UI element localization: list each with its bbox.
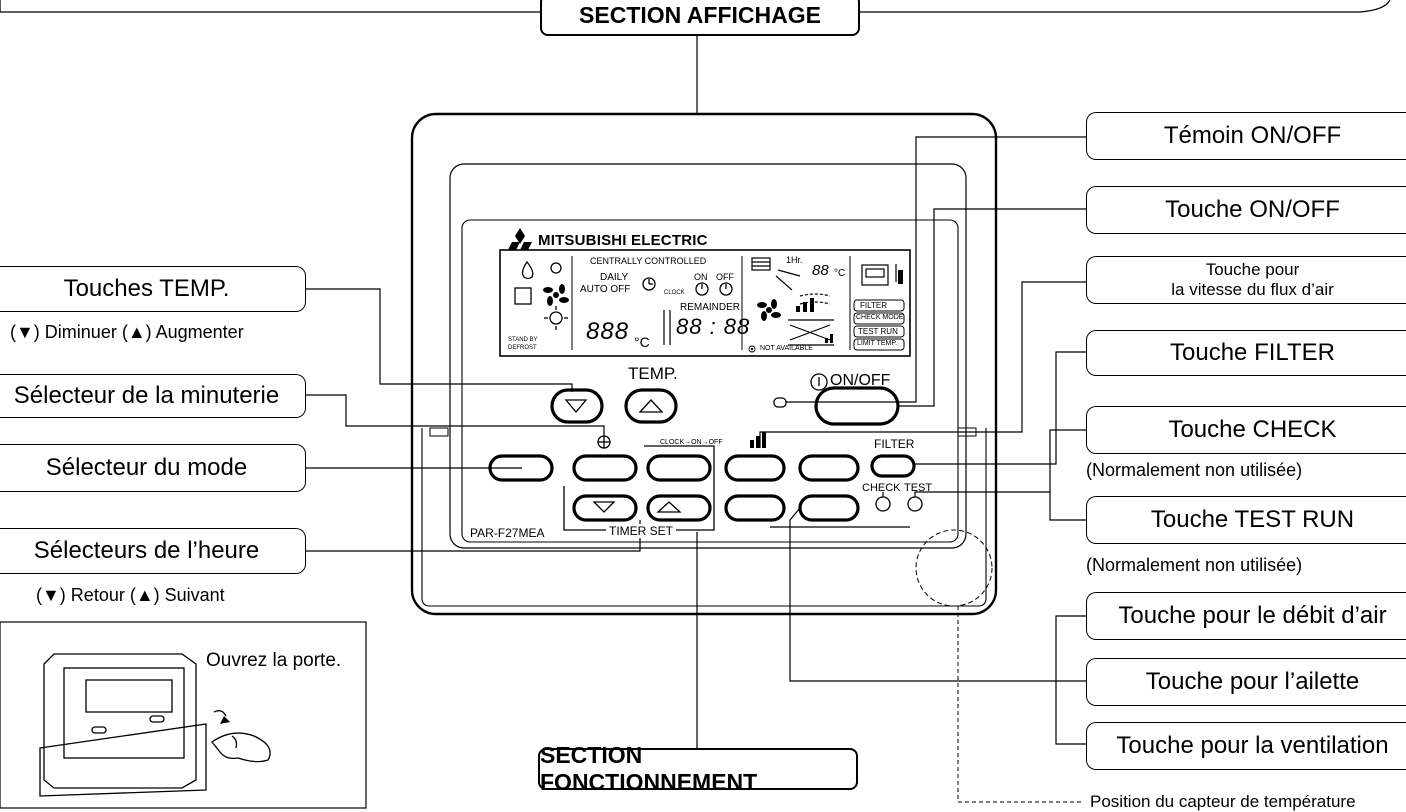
open-door-text: Ouvrez la porte.: [206, 650, 342, 671]
mode-selector-text: Sélecteur du mode: [45, 453, 248, 481]
section-operation-label: SECTION FONCTIONNEMENT: [540, 742, 758, 795]
lcd-time-digits: 88 : 88: [676, 314, 751, 339]
filter-button: [870, 454, 916, 478]
lcd-status-check-mode: CHECK MODE: [856, 314, 904, 321]
on-off-key-text: Touche ON/OFF: [1165, 195, 1340, 223]
brand-label: MITSUBISHI ELECTRIC: [538, 232, 708, 249]
louver-key-callout: Touche pour l’ailette: [1086, 658, 1406, 706]
lcd-stand-by: STAND BY: [508, 337, 538, 343]
on-off-button-label: ON/OFF: [830, 372, 891, 389]
temp-up-button: [624, 388, 678, 424]
lcd-room-unit: °C: [834, 268, 846, 279]
temp-keys-text: Touches TEMP.: [63, 274, 230, 302]
filter-key-callout: Touche FILTER: [1086, 330, 1406, 376]
lcd-status-filter: FILTER: [860, 301, 887, 310]
on-off-indicator-callout: Témoin ON/OFF: [1086, 112, 1406, 160]
check-key-callout: Touche CHECK: [1086, 406, 1406, 454]
mitsubishi-logo: [508, 228, 532, 250]
louver-button: [798, 454, 860, 482]
mode-selector-callout: Sélecteur du mode: [0, 444, 306, 492]
temp-down-button: [550, 388, 604, 424]
temp-keys-note: (▼) Diminuer (▲) Augmenter: [10, 322, 244, 342]
door-inset-frame: [0, 621, 367, 809]
lcd-remainder: REMAINDER: [680, 302, 741, 313]
airflow-button: [798, 494, 860, 522]
clock-button: [646, 454, 712, 482]
lcd-clock: CLOCK: [664, 290, 685, 296]
lcd-status-test-run: TEST RUN: [858, 327, 898, 336]
airflow-key-callout: Touche pour le débit d’air: [1086, 592, 1406, 640]
on-off-indicator-text: Témoin ON/OFF: [1163, 121, 1342, 149]
filter-button-label: FILTER: [874, 437, 915, 451]
hour-selectors-text: Sélecteurs de l’heure: [33, 536, 260, 564]
lcd-centrally-controlled: CENTRALLY CONTROLLED: [590, 256, 707, 266]
remote-body: [410, 112, 998, 616]
lcd-on: ON: [694, 272, 708, 282]
lcd-status-limit-temp: LIMIT TEMP.: [857, 340, 898, 347]
timer-selector-callout: Sélecteur de la minuterie: [0, 374, 306, 418]
model-label: PAR-F27MEA: [470, 526, 545, 540]
timer-set-label: TIMER SET: [606, 524, 677, 538]
test-button-label: TEST: [904, 482, 933, 494]
section-display-tag: SECTION AFFICHAGE: [540, 0, 860, 36]
on-off-button: [814, 386, 900, 426]
section-operation-tag: SECTION FONCTIONNEMENT: [538, 742, 858, 795]
temp-button-label: TEMP.: [628, 364, 678, 383]
hour-selectors-note: (▼) Retour (▲) Suivant: [36, 585, 225, 605]
check-button-label: CHECK: [862, 482, 901, 494]
lcd-temp-digits: 888: [586, 318, 630, 345]
airflow-key-text: Touche pour le débit d’air: [1118, 601, 1387, 629]
timer-mode-button: [572, 454, 638, 482]
fan-speed-button: [724, 454, 786, 482]
lcd-not-available: NOT AVAILABLE: [760, 345, 813, 352]
on-off-key-callout: Touche ON/OFF: [1086, 186, 1406, 234]
lcd-off: OFF: [716, 272, 734, 282]
temp-keys-callout: Touches TEMP.: [0, 266, 306, 312]
door-illustration: [39, 653, 271, 797]
lcd-one-hr: 1Hr.: [786, 255, 803, 265]
louver-key-text: Touche pour l’ailette: [1145, 667, 1360, 695]
section-display-label: SECTION AFFICHAGE: [579, 1, 821, 28]
lcd-daily: DAILY: [600, 272, 629, 283]
hour-down-button: [572, 494, 638, 522]
test-run-key-text: Touche TEST RUN: [1150, 505, 1355, 533]
lcd-auto-off: AUTO OFF: [580, 284, 631, 295]
fan-speed-text-2: la vitesse du flux d’air: [1171, 280, 1334, 299]
hour-selectors-callout: Sélecteurs de l’heure: [0, 528, 306, 574]
ventilation-button: [724, 494, 786, 522]
clock-button-label: CLOCK→ON→OFF: [660, 439, 723, 446]
lcd-temp-unit: °C: [634, 334, 650, 350]
check-key-text: Touche CHECK: [1168, 415, 1337, 443]
sensor-position-note: Position du capteur de température: [1090, 792, 1356, 811]
test-run-key-note: (Normalement non utilisée): [1086, 555, 1303, 575]
lcd-room-digits: 88: [812, 262, 829, 279]
hour-up-button: [646, 494, 712, 522]
test-run-key-callout: Touche TEST RUN: [1086, 496, 1406, 544]
ventilation-key-text: Touche pour la ventilation: [1116, 731, 1389, 759]
fan-speed-callout: Touche pour la vitesse du flux d’air: [1086, 256, 1406, 304]
lcd-defrost: DEFROST: [508, 345, 537, 351]
ventilation-key-callout: Touche pour la ventilation: [1086, 722, 1406, 770]
fan-speed-text-1: Touche pour: [1205, 260, 1300, 280]
timer-selector-text: Sélecteur de la minuterie: [13, 381, 280, 409]
filter-key-text: Touche FILTER: [1170, 338, 1335, 366]
check-key-note: (Normalement non utilisée): [1086, 460, 1303, 480]
